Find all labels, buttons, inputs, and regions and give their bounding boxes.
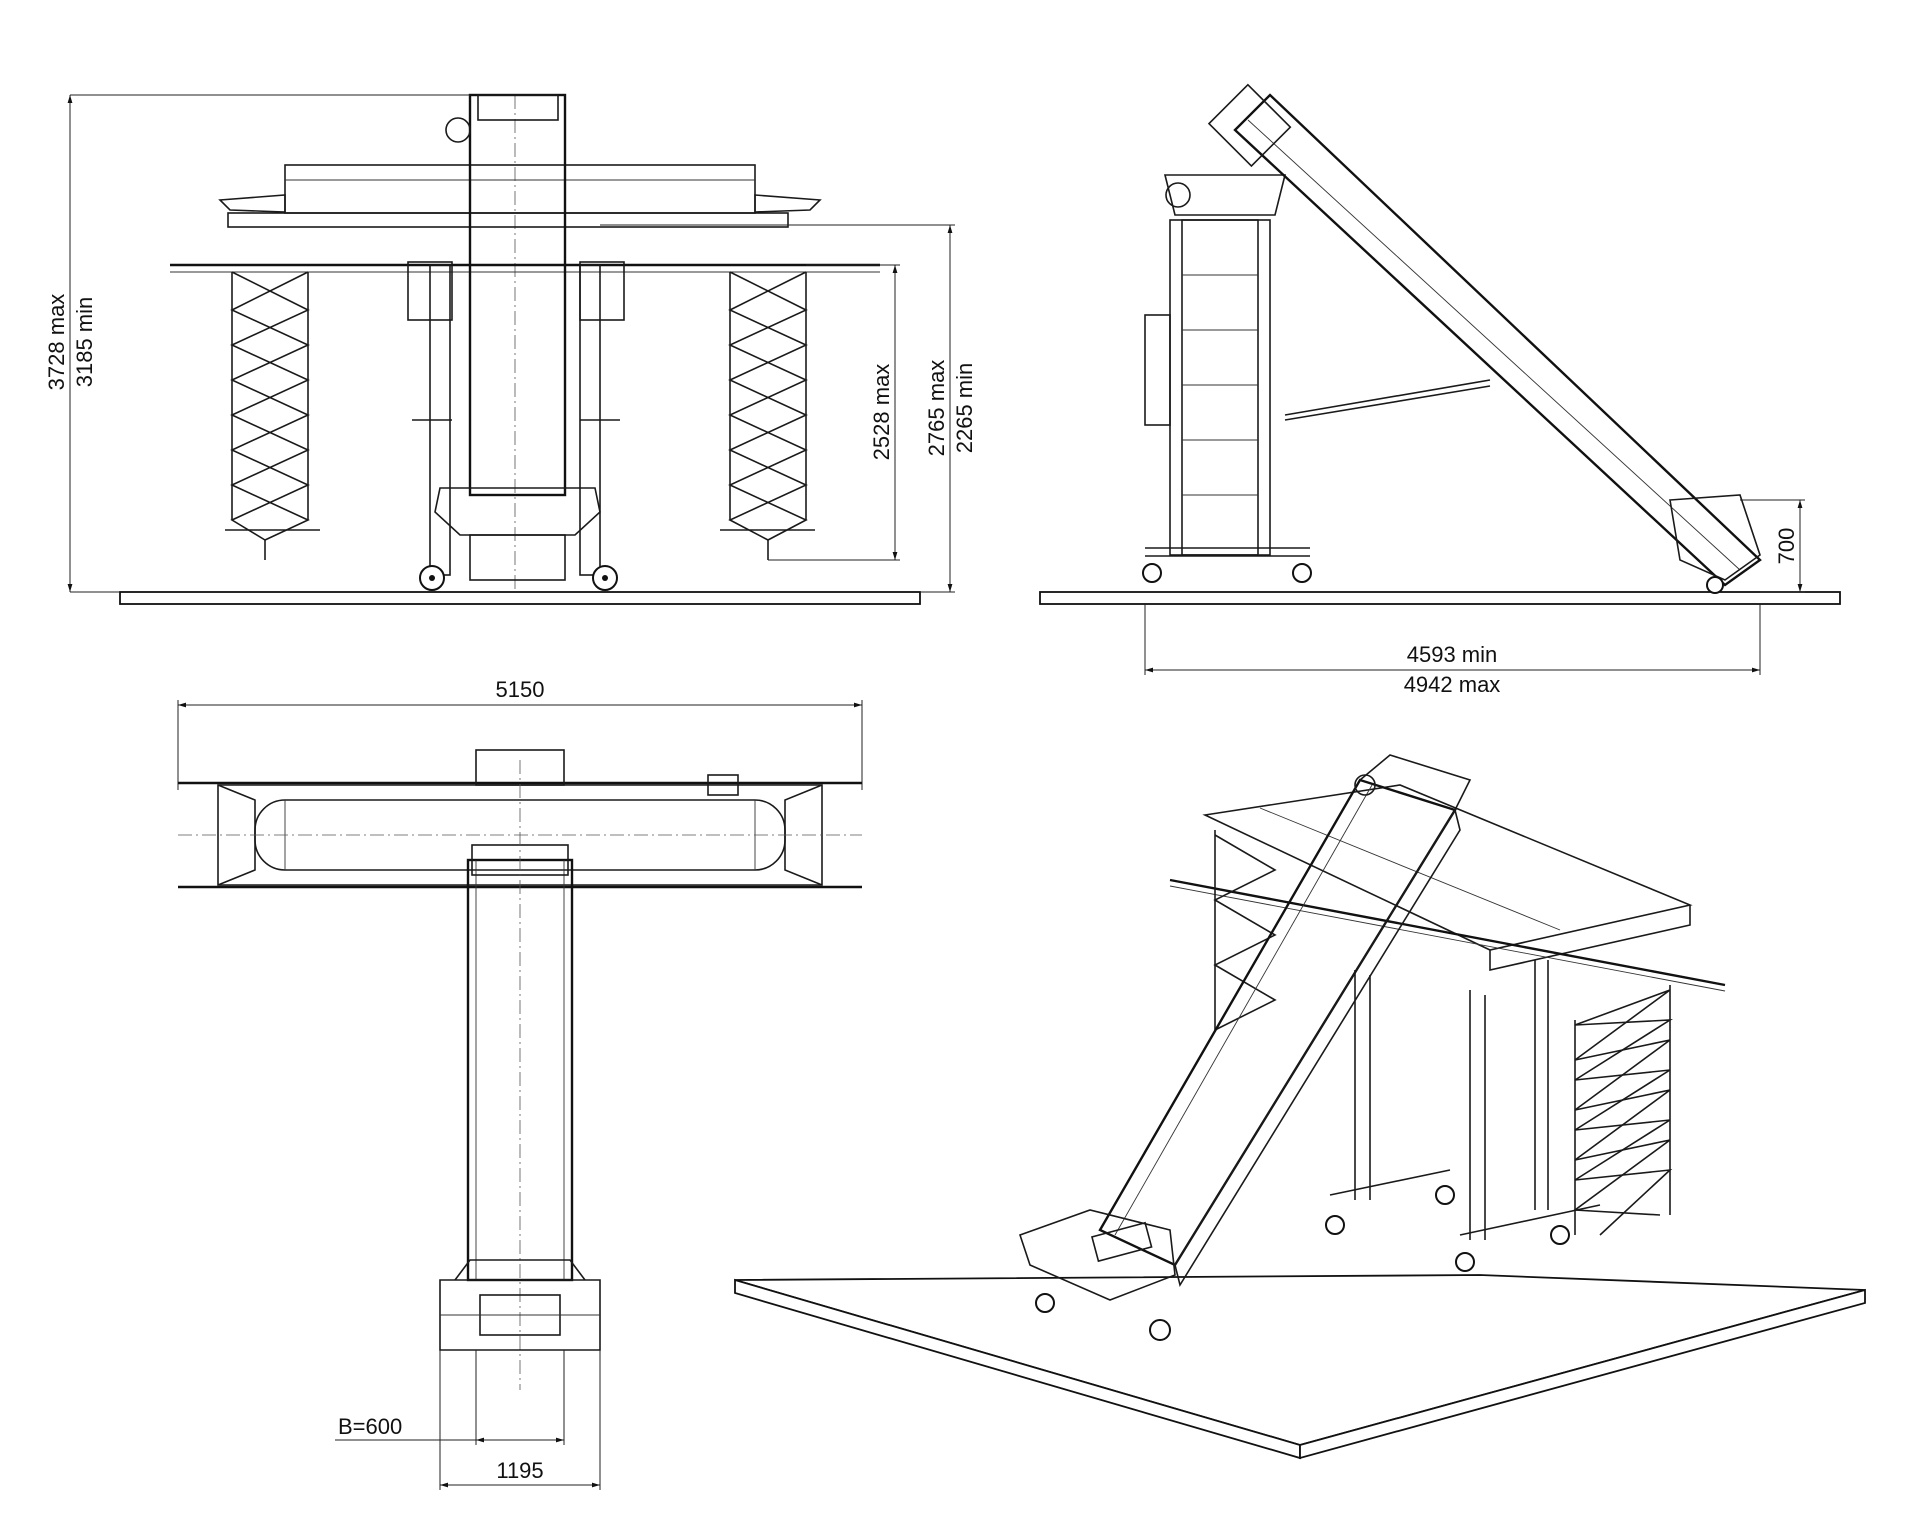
- front-incline-conveyor: [468, 93, 567, 497]
- frame-height-min-label: 2265 min: [952, 363, 977, 454]
- iso-wheel-4: [1550, 1225, 1570, 1245]
- iso-incline-conveyor: [1018, 754, 1472, 1341]
- front-ground: [119, 591, 921, 605]
- front-left-spiral-chute: [225, 271, 320, 560]
- front-infeed-hopper: [434, 487, 601, 536]
- front-right-spiral-chute: [720, 271, 815, 560]
- iso-left-spiral-chute: [1213, 830, 1277, 1031]
- side-ground: [1039, 591, 1841, 605]
- iso-horizontal-conveyor: [1202, 784, 1693, 951]
- side-tower-frame: [1169, 219, 1271, 556]
- side-view: 700 4593 min 4942 max: [1039, 83, 1841, 697]
- iso-infeed-hopper: [1018, 1209, 1176, 1301]
- side-incline-conveyor: [1207, 83, 1762, 594]
- side-wheel-left: [1142, 563, 1162, 583]
- spiral-height-max-label: 2528 max: [869, 364, 894, 461]
- side-wheel-right: [1292, 563, 1312, 583]
- infeed-height-label: 700: [1774, 528, 1799, 565]
- hopper-width-label: 1195: [496, 1458, 543, 1483]
- iso-outrigger-bar: [1169, 878, 1726, 987]
- iso-wheel-front-left: [1035, 1293, 1055, 1313]
- frame-height-max-label: 2765 max: [924, 360, 949, 457]
- iso-right-spiral-chute: [1572, 985, 1674, 1236]
- iso-platform: [734, 1274, 1866, 1446]
- front-view: 3728 max 3185 min 2528 max 2765 max 2265…: [44, 93, 977, 605]
- front-top-conveyor: [284, 164, 756, 214]
- side-length-max-label: 4942 max: [1404, 672, 1501, 697]
- iso-wheel-front-right: [1149, 1319, 1171, 1341]
- iso-wheel-2: [1435, 1185, 1455, 1205]
- overall-width-label: 5150: [496, 677, 545, 702]
- iso-wheel-1: [1325, 1215, 1345, 1235]
- top-view: 5150 B=600 1195: [177, 677, 863, 1490]
- front-height-min-label: 3185 min: [72, 297, 97, 388]
- belt-width-label: B=600: [338, 1414, 402, 1439]
- iso-wheel-3: [1455, 1252, 1475, 1272]
- front-height-max-label: 3728 max: [44, 294, 69, 391]
- side-support-strut: [1284, 379, 1491, 416]
- side-length-min-label: 4593 min: [1407, 642, 1498, 667]
- isometric-view: [734, 754, 1866, 1460]
